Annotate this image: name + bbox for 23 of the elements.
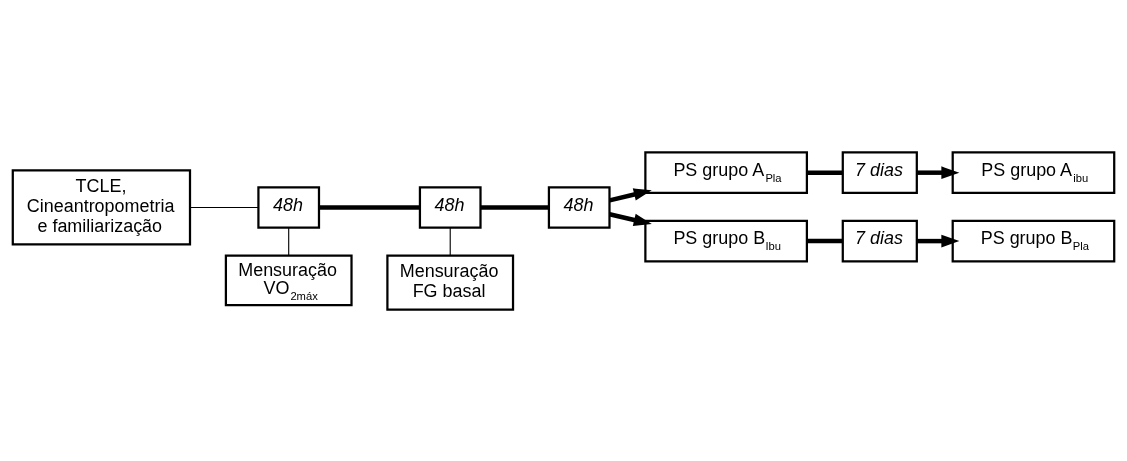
node-box: 48h bbox=[547, 185, 611, 229]
connector bbox=[189, 206, 259, 208]
arrow bbox=[917, 234, 960, 247]
connector bbox=[806, 169, 843, 175]
node-box: PS grupo B$_{Ibu}$ bbox=[644, 219, 808, 262]
node-box: 7 dias bbox=[841, 219, 918, 262]
connector bbox=[480, 204, 549, 210]
node-box: PS grupo A$_{Pla}$ bbox=[644, 150, 808, 194]
arrow bbox=[917, 165, 960, 179]
node-box: Mensuração FG basal bbox=[386, 254, 515, 311]
arrow bbox=[609, 187, 652, 203]
node-box: 7 dias bbox=[841, 150, 918, 194]
node-box: Mensuração VO$_{2máx}$ bbox=[224, 254, 353, 306]
arrow bbox=[609, 211, 652, 226]
connector bbox=[319, 204, 420, 210]
node-box: PS grupo A$_{ibu}$ bbox=[951, 150, 1116, 194]
connector bbox=[806, 238, 843, 243]
node-box: 48h bbox=[418, 185, 482, 229]
connector bbox=[449, 226, 451, 256]
node-box: PS grupo B$_{Pla}$ bbox=[951, 219, 1116, 262]
connector bbox=[288, 226, 290, 256]
node-box: 48h bbox=[257, 185, 321, 229]
node-box: TCLE, Cineantropometria e familiarização bbox=[11, 168, 192, 246]
